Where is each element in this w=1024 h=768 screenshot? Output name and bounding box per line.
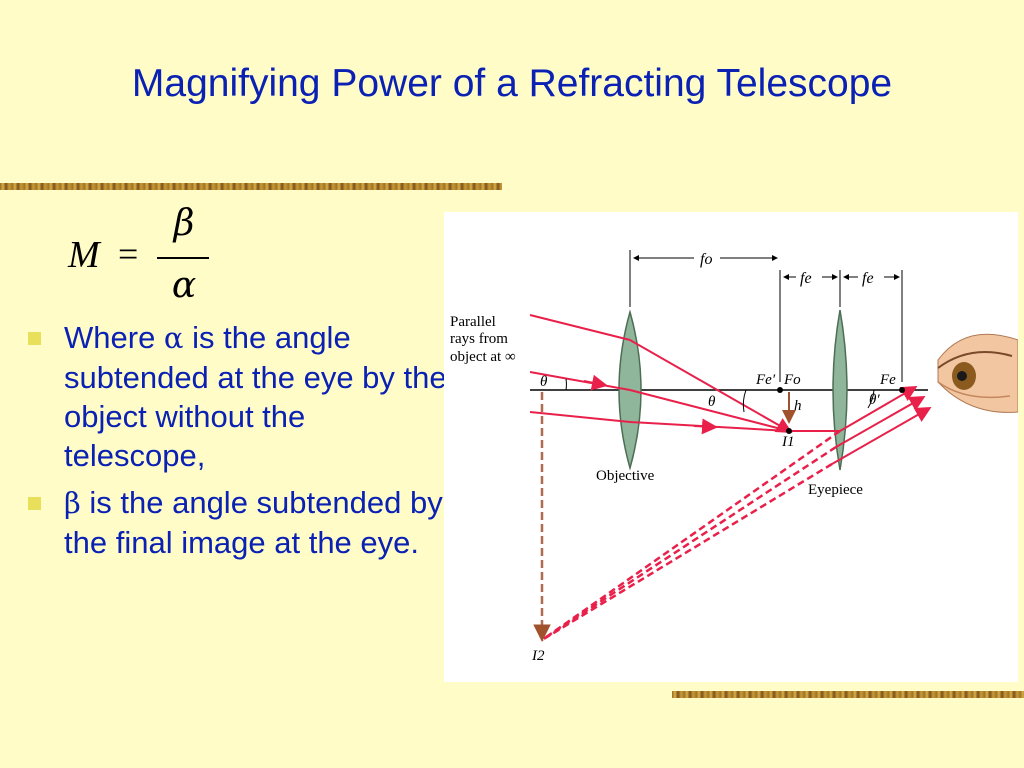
bullet-marker <box>28 332 41 345</box>
focal-point-fe <box>899 387 905 393</box>
magnification-formula: M = β α <box>60 203 220 313</box>
slide-title: Magnifying Power of a Refracting Telesco… <box>131 62 893 105</box>
focal-length-dimensions <box>629 250 903 382</box>
objective-label: Objective <box>596 468 655 484</box>
fraction-bar <box>157 257 209 259</box>
parallel-rays <box>529 314 840 435</box>
beta-symbol: β <box>64 486 81 520</box>
bullet-text-before: Where <box>64 320 164 355</box>
parallel-rays-label-2: rays from <box>450 331 508 347</box>
bullet-marker <box>28 497 41 510</box>
bullet-text-after: is the angle subtended at the eye by the… <box>64 320 447 473</box>
fe-point-label: Fe <box>879 372 896 388</box>
theta-arc-mid <box>742 389 747 413</box>
bullet-text-after: is the angle subtended by the final imag… <box>64 485 443 560</box>
eyepiece-label: Eyepiece <box>808 482 863 498</box>
fe-label-1: fe <box>800 270 812 287</box>
telescope-diagram: fo fe fe <box>444 212 1018 682</box>
bullet-item-alpha: Where α is the angle subtended at the ey… <box>28 318 448 475</box>
bullet-list: Where α is the angle subtended at the ey… <box>28 318 448 570</box>
focal-point-fo <box>777 387 783 393</box>
fo-label: fo <box>700 251 712 268</box>
formula-denominator: α <box>171 265 197 306</box>
eye-icon <box>937 333 1018 413</box>
bullet-item-beta: β is the angle subtended by the final im… <box>28 483 448 562</box>
virtual-rays <box>541 429 841 642</box>
eyepiece-lens <box>832 309 848 471</box>
formula-equals: = <box>118 234 139 274</box>
alpha-symbol: α <box>163 321 184 355</box>
decorative-band-top <box>0 183 502 190</box>
i1-label: I1 <box>781 434 795 450</box>
fo-point-label: Fo <box>783 372 801 388</box>
parallel-rays-label-1: Parallel <box>450 314 496 330</box>
formula-numerator: β <box>173 203 195 244</box>
parallel-rays-label-3: object at ∞ <box>450 349 516 365</box>
h-label: h <box>794 398 802 414</box>
i2-label: I2 <box>531 648 545 664</box>
theta-left-label: θ <box>540 374 548 390</box>
fe-prime-label: Fe′ <box>755 372 776 388</box>
theta-prime-label: θ′ <box>869 392 880 408</box>
theta-prime-arc <box>867 389 875 409</box>
emergent-rays <box>831 385 932 465</box>
decorative-band-bottom <box>672 691 1024 698</box>
formula-lhs: M <box>68 234 100 276</box>
image-point-i1 <box>786 428 792 434</box>
fe-label-2: fe <box>862 270 874 287</box>
theta-mid-label: θ <box>708 394 716 410</box>
